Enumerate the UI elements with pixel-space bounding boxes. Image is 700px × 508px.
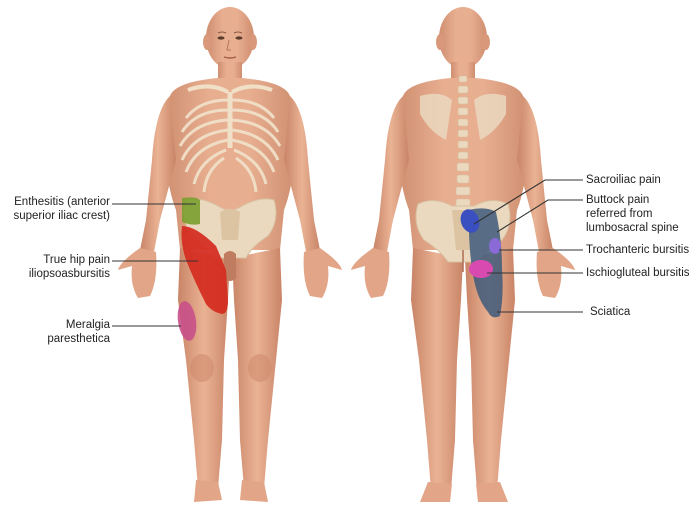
label-line: lumbosacral spine [586, 222, 679, 234]
label-line: Buttock pain [586, 194, 650, 206]
label-line: Enthesitis (anterior [14, 196, 110, 208]
label-sacroiliac: Sacroiliac pain [586, 173, 661, 187]
label-line: paresthetica [47, 333, 110, 345]
leader-lines [112, 179, 583, 327]
leader-sacroiliac [473, 179, 583, 225]
ischiogluteal-region [469, 260, 493, 278]
front-figure [118, 7, 342, 502]
label-buttock: Buttock pain referred from lumbosacral s… [586, 193, 679, 235]
trochanteric-region [489, 238, 501, 254]
label-true-hip-pain: True hip pain iliopsoasbursitis [2, 253, 110, 281]
label-line: Sciatica [590, 306, 631, 318]
true-hip-pain-region [181, 226, 228, 314]
enthesitis-region [182, 197, 200, 225]
label-line: referred from [586, 208, 653, 220]
label-enthesitis: Enthesitis (anterior superior iliac cres… [2, 195, 111, 223]
label-line: iliopsoasbursitis [28, 268, 110, 280]
leader-buttock [496, 199, 583, 233]
label-ischiogluteal: Ischiogluteal bursitis [586, 266, 690, 280]
label-sciatica: Sciatica [590, 305, 630, 319]
meralgia-region [177, 301, 197, 341]
label-line: superior iliac crest) [13, 210, 111, 222]
label-trochanteric: Trochanteric bursitis [586, 243, 689, 257]
label-line: Trochanteric bursitis [586, 244, 690, 256]
label-line: Meralgia [65, 319, 110, 331]
label-line: Sacroiliac pain [586, 174, 661, 186]
label-meralgia: Meralgia paresthetica [2, 318, 110, 346]
back-figure [351, 7, 575, 502]
sacroiliac-region [460, 209, 480, 233]
label-line: True hip pain [43, 254, 110, 266]
label-line: Ischiogluteal bursitis [586, 267, 690, 279]
